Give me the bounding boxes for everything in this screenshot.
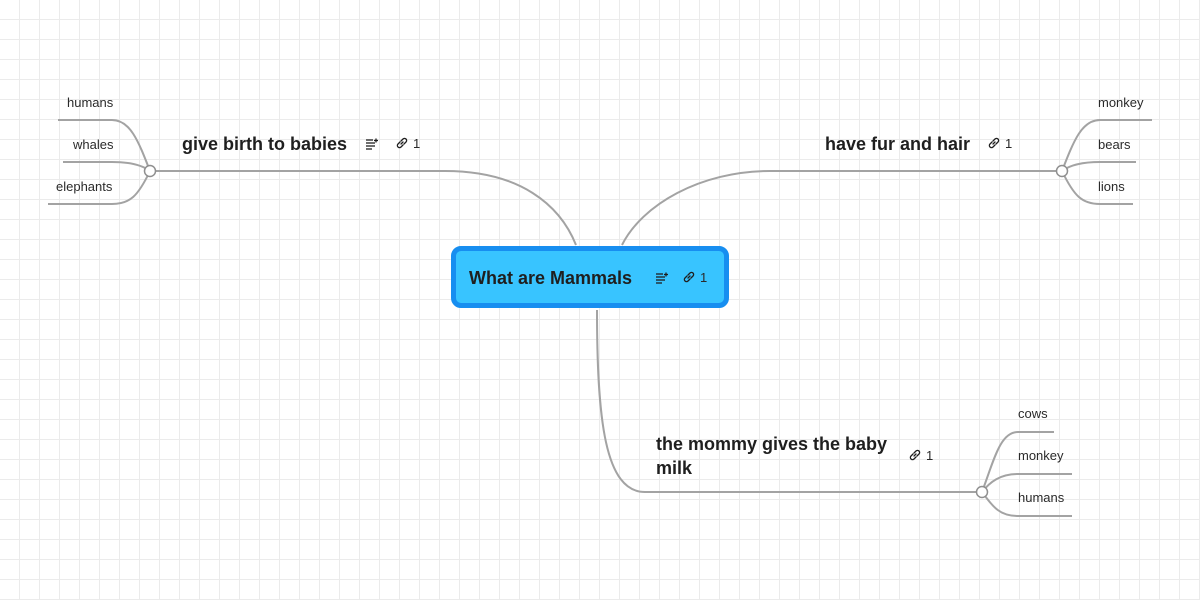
link-count: 1: [413, 136, 421, 151]
subtopic-humans[interactable]: humans: [1018, 490, 1065, 505]
topic-give-birth-to-babies[interactable]: give birth to babies: [182, 134, 348, 154]
link-count: 1: [1005, 136, 1013, 151]
connector-leaf-lions: [1061, 170, 1133, 205]
connector-central-topic-1: [150, 170, 577, 246]
subtopic-humans[interactable]: humans: [67, 95, 114, 110]
link-count: 1: [700, 270, 708, 285]
subtopic-bears[interactable]: bears: [1098, 137, 1131, 152]
connector-central-topic-3: [596, 309, 982, 493]
topic-the-mommy-gives-the-baby-milk[interactable]: the mommy gives the baby milk: [656, 434, 888, 478]
notes-icon[interactable]: [655, 272, 669, 284]
topic-have-fur-and-hair[interactable]: have fur and hair: [825, 134, 971, 154]
link-icon[interactable]: [395, 136, 409, 150]
collapse-node-topic-1: [143, 164, 157, 178]
connector-leaf-elephants: [48, 170, 151, 205]
central-topic-title: What are Mammals: [469, 268, 633, 288]
link-count: 1: [926, 448, 934, 463]
connector-leaf-cows: [981, 431, 1054, 493]
subtopic-monkey[interactable]: monkey: [1098, 95, 1144, 110]
connector-leaf-whales: [63, 161, 151, 172]
connector-central-topic-2: [621, 170, 1062, 246]
subtopic-whales[interactable]: whales: [73, 137, 114, 152]
collapse-node-topic-2: [1055, 164, 1069, 178]
central-topic[interactable]: What are Mammals 1: [451, 246, 729, 308]
connector-leaf-bears: [1061, 161, 1136, 172]
collapse-node-topic-3: [975, 485, 989, 499]
subtopic-lions[interactable]: lions: [1098, 179, 1125, 194]
connector-leaf-humans: [58, 119, 151, 172]
subtopic-cows[interactable]: cows: [1018, 406, 1048, 421]
subtopic-monkey[interactable]: monkey: [1018, 448, 1064, 463]
notes-icon[interactable]: [365, 138, 379, 150]
link-icon[interactable]: [908, 448, 922, 462]
subtopic-elephants[interactable]: elephants: [56, 179, 113, 194]
link-icon[interactable]: [987, 136, 1001, 150]
link-icon[interactable]: [682, 270, 696, 284]
connector-leaf-monkey: [1061, 119, 1152, 172]
